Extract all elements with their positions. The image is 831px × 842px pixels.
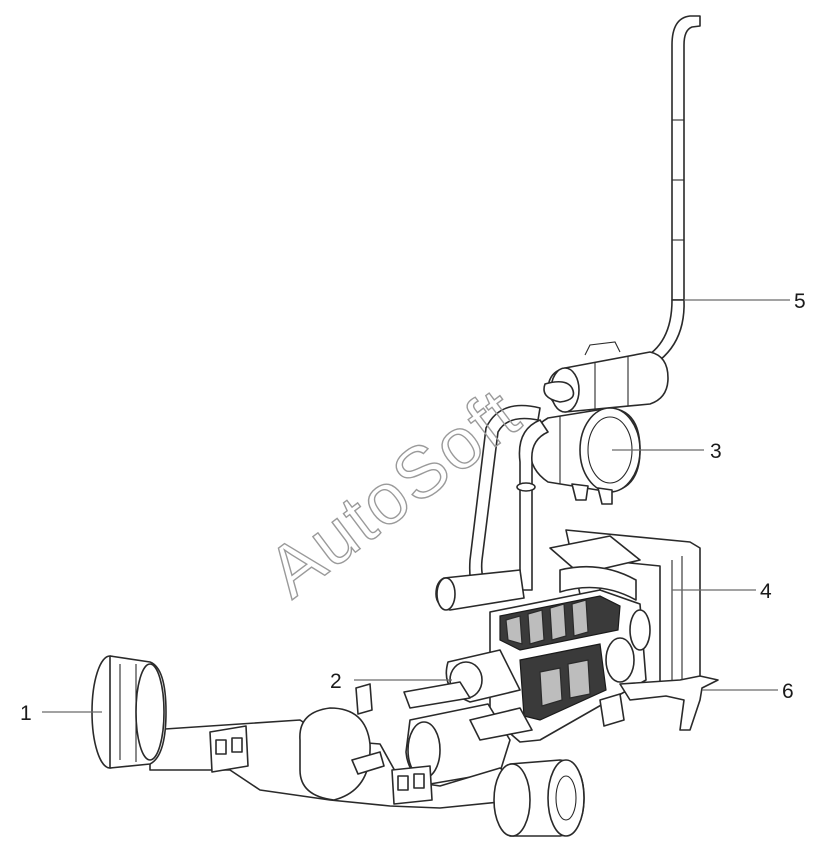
exhaust-stack	[639, 15, 701, 373]
gearbox	[403, 681, 533, 785]
callout-6: 6	[782, 680, 794, 703]
callouts: 1 2 3 4 5 6	[20, 290, 806, 725]
axle-assembly	[91, 655, 585, 837]
callout-1: 1	[20, 702, 32, 725]
leader-lines	[42, 299, 790, 713]
intake-piping	[435, 380, 575, 611]
air-filter	[529, 407, 641, 505]
muffler	[547, 341, 669, 413]
callout-2: 2	[330, 670, 342, 693]
callout-5: 5	[794, 290, 806, 313]
mounting-bracket	[599, 675, 719, 731]
callout-3: 3	[710, 440, 722, 463]
callout-4: 4	[760, 580, 772, 603]
